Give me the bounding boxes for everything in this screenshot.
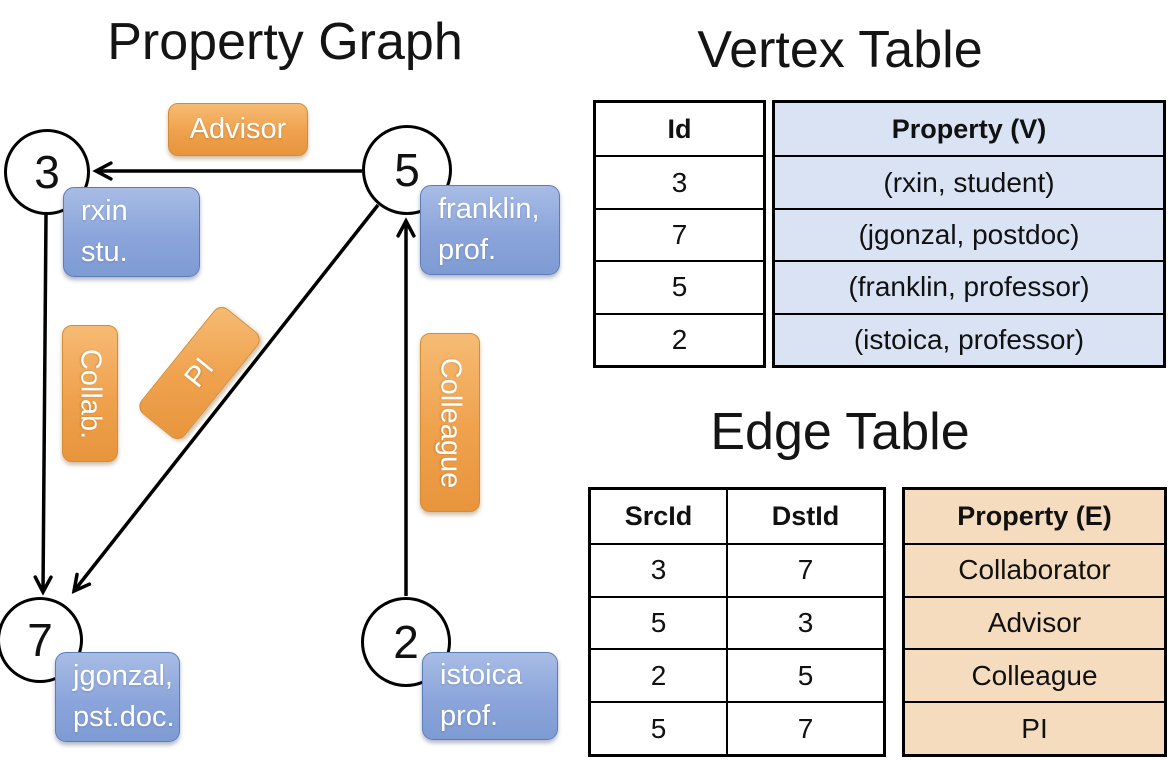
edge-table-property-header: Property (E) [957,500,1112,531]
edge-label-advisor: Advisor [168,103,308,156]
vertex-property-box-5: franklin, prof. [420,185,560,275]
vertex-table-property-cell: (franklin, professor) [848,271,1090,303]
vertex-property-box-2: istoica prof. [422,652,558,740]
vertex-table-property-header: Property (V) [891,113,1047,144]
edge-table-srcid-cell: 5 [650,712,667,744]
edge-table-ids-columns: SrcId DstId 3 7 5 3 2 5 5 7 [588,487,886,757]
table-row: PI [905,701,1164,754]
vertex-property-3-line2: stu. [81,236,128,268]
vertex-property-box-3: rxin stu. [63,187,200,277]
graph-edges [0,0,585,596]
table-row: Property (V) [775,103,1163,155]
vertex-table-property-cell: (jgonzal, postdoc) [858,218,1080,250]
vertex-table-property-column: Property (V) (rxin, student) (jgonzal, p… [772,100,1166,368]
table-row: Collaborator [905,542,1164,596]
vertex-property-box-7: jgonzal, pst.doc. [55,652,180,742]
edge-table-property-cell: Collaborator [958,554,1111,586]
edge-table-srcid-cell: 2 [650,659,667,691]
table-row: 7 [596,207,763,260]
property-graph-title: Property Graph [107,13,463,71]
edge-table-dstid-cell: 7 [726,544,883,596]
vertex-property-7-line1: jgonzal, [73,659,173,692]
edge-label-pi-text: PI [178,351,221,394]
vertex-table-id-cell: 7 [671,218,688,250]
vertex-property-2-line2: prof. [440,700,499,732]
table-row: 5 7 [591,701,883,754]
vertex-table-id-cell: 2 [671,323,688,355]
table-row: SrcId DstId [591,490,883,543]
table-row: (istoica, professor) [775,312,1163,365]
edge-table-dstid-cell: 3 [726,597,883,649]
edge-label-colleague: Colleague [420,333,480,512]
vertex-node-5: 5 [362,125,452,215]
vertex-property-5-line2: prof. [438,234,497,266]
edge-label-colleague-text: Colleague [434,357,467,488]
table-row: Advisor [905,595,1164,649]
vertex-node-3-id: 3 [34,146,60,198]
vertex-table-id-header: Id [667,113,692,144]
table-row: 5 3 [591,595,883,649]
edge-table-dstid-cell: 7 [726,703,883,754]
vertex-table-id-cell: 5 [671,271,688,303]
edge-table-srcid-cell: 5 [650,606,667,638]
edge-table-property-column: Property (E) Collaborator Advisor Collea… [902,487,1167,757]
edge-table-property-cell: Colleague [971,659,1098,691]
edge-collab-arrow [43,214,46,592]
vertex-node-5-id: 5 [394,144,420,196]
table-row: 3 7 [591,542,883,596]
edge-label-collab-text: Collab. [74,348,107,439]
table-row: (rxin, student) [775,155,1163,207]
vertex-node-2-id: 2 [393,616,419,668]
vertex-table-title: Vertex Table [697,21,983,79]
table-row: (franklin, professor) [775,260,1163,312]
table-row: Colleague [905,648,1164,701]
vertex-table-id-column: Id 3 7 5 2 [593,100,766,368]
edge-table-property-cell: PI [1021,712,1048,744]
edge-table-dstid-cell: 5 [726,650,883,702]
table-row: 2 5 [591,648,883,702]
edge-pi-arrow [74,203,380,591]
edge-label-collab: Collab. [62,325,118,462]
table-row: (jgonzal, postdoc) [775,207,1163,260]
vertex-property-2-line1: istoica [440,658,523,691]
vertex-property-3-line1: rxin [81,194,128,227]
vertex-node-7-id: 7 [27,614,53,666]
vertex-table-id-cell: 3 [671,166,688,198]
vertex-table-property-cell: (rxin, student) [883,166,1055,198]
table-row: 2 [596,312,763,365]
edge-label-advisor-text: Advisor [189,113,287,145]
edge-table-title: Edge Table [710,403,970,461]
table-row: 3 [596,155,763,207]
vertex-table-property-cell: (istoica, professor) [853,323,1085,355]
table-row: Property (E) [905,490,1164,543]
table-row: 5 [596,260,763,312]
vertex-property-7-line2: pst.doc. [73,701,175,733]
table-row: Id [596,103,763,155]
edge-table-dstid-header: DstId [726,490,883,543]
edge-table-srcid-cell: 3 [650,554,667,586]
edge-table-srcid-header: SrcId [624,500,693,531]
vertex-property-5-line1: franklin, [438,192,540,225]
edge-table-property-cell: Advisor [987,606,1082,638]
